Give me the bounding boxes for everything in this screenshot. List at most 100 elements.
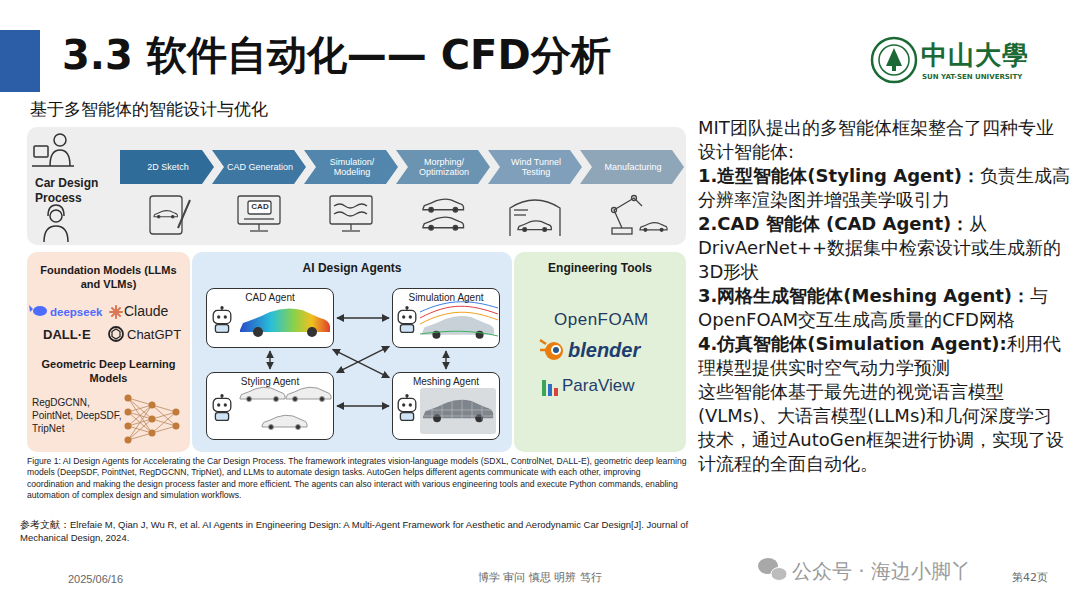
designer-icon-part (44, 226, 68, 242)
node-text: ParaView (562, 376, 634, 396)
designer-icon-part (34, 146, 48, 157)
stage-chevron: Manufacturing (580, 150, 684, 184)
text-slot: CAD Generation (225, 150, 295, 184)
stage-icons-part (518, 221, 551, 232)
paragraph: 1.造型智能体(Styling Agent)：负责生成高分辨率渲染图并增强美学吸… (698, 164, 1070, 212)
watermark: 公众号 · 海边小脚丫 (792, 559, 971, 583)
reference: 参考文献：Elrefaie M, Qian J, Wu R, et al. AI… (20, 518, 710, 544)
item-text: MIT团队提出的多智能体框架整合了四种专业设计智能体: (698, 117, 1054, 162)
neural-network-icon-part (128, 419, 152, 440)
stage-icons-part (258, 224, 259, 230)
stage-chevron: Morphing/ Optimization (396, 150, 490, 184)
item-heading: 4.仿真智能体(Simulation Agent): (698, 333, 1007, 354)
text-column: MIT团队提出的多智能体框架整合了四种专业设计智能体:1.造型智能体(Styli… (698, 116, 1070, 476)
simulation-agent-art-part (398, 306, 416, 332)
stage-icons-part (350, 224, 351, 230)
text-slot: CAD Agent (207, 292, 333, 304)
page-number: 第42页 (1012, 571, 1048, 585)
tool-logos (540, 340, 563, 396)
meshing-agent-art-part-part (472, 402, 473, 420)
paragraph: MIT团队提出的多智能体框架整合了四种专业设计智能体: (698, 116, 1070, 164)
node-heading: CAD Agent (207, 292, 333, 304)
node-heading: AI Design Agents (192, 261, 512, 276)
node-text: ChatGPT (127, 327, 181, 342)
neural-network-icon-part-part (149, 430, 156, 437)
meshing-agent-art-part (420, 388, 496, 434)
designer-icon-part (50, 210, 62, 222)
neural-network-icon (125, 395, 180, 444)
connector-arrow (337, 346, 390, 372)
tool-logos-part (553, 347, 559, 353)
node-text: DALL·E (43, 327, 91, 342)
meshing-agent-art (398, 388, 496, 434)
stage-icons-part (514, 214, 526, 215)
simulation-agent-art-part (422, 316, 494, 339)
stage-icons-part (614, 198, 642, 228)
label-slot: 中山大學 (921, 40, 1029, 70)
chevron-fill (580, 150, 684, 184)
text-slot: Car Design Process (35, 176, 120, 206)
stage-icons-part (330, 196, 372, 224)
paragraph: 2.CAD 智能体 (CAD Agent)：从DrivAerNet++数据集中检… (698, 212, 1070, 284)
university-emblem-part (886, 48, 902, 66)
label-slot: CAD (250, 202, 270, 212)
watermark-icon (758, 558, 787, 581)
simulation-agent-art (398, 302, 498, 339)
stage-icons (150, 196, 667, 237)
node-heading: Manufacturing (604, 162, 661, 173)
meshing-agent-art-part-part (432, 404, 433, 420)
label-slot: 公众号 · 海边小脚丫 (792, 559, 971, 583)
text-slot: Meshing Agent (393, 376, 499, 388)
text-slot: Foundation Models (LLMs and VLMs) (32, 263, 185, 291)
neural-network-icon-part-part (149, 416, 156, 423)
connector-arrow (333, 349, 390, 377)
title-accent (0, 30, 40, 92)
node-heading: Styling Agent (207, 376, 333, 388)
node-text: deepseek (50, 305, 102, 319)
cad-agent-art-part (240, 308, 330, 337)
chevron-fill (396, 150, 490, 184)
item-text: 这些智能体基于最先进的视觉语言模型(VLMs)、大语言模型(LLMs)和几何深度… (698, 381, 1064, 474)
node-heading: Car Design Process (35, 176, 120, 206)
icon-label: CAD (250, 202, 270, 212)
text-slot: Morphing/ Optimization (409, 150, 479, 184)
simulation-agent-art-part-part (420, 331, 498, 336)
neural-network-icon-part-part (125, 437, 132, 444)
stage-icons-part (612, 208, 617, 213)
model-logos-part-part (112, 308, 120, 316)
neural-network-icon-part (125, 395, 180, 444)
stage-icons-part (178, 200, 190, 228)
node-text: Geometric Deep Learning Models (32, 357, 185, 385)
neural-network-icon-part (128, 398, 152, 433)
connector-arrow (337, 317, 389, 318)
stage-icons-part (342, 230, 360, 231)
text-slot: 2D Sketch (133, 150, 203, 184)
text-slot: Simulation/ Modeling (317, 150, 387, 184)
text-slot: OpenFOAM (554, 310, 649, 330)
neural-network-icon-part-part (125, 409, 132, 416)
label-slot: 博学 审问 慎思 明辨 笃行 (390, 571, 690, 585)
stage-icons-part (334, 212, 367, 216)
subtitle: 基于多智能体的智能设计与优化 (30, 99, 268, 119)
model-logos (29, 305, 123, 341)
node-text: OpenFOAM (554, 310, 649, 330)
chevron-fill (120, 150, 214, 184)
caption-slot: Figure 1: AI Design Agents for Accelerat… (27, 456, 689, 501)
stage-icons-part (423, 217, 464, 230)
stage-icons-part (510, 200, 560, 236)
designer-icon (32, 134, 74, 242)
footer-motto: 博学 审问 慎思 明辨 笃行 (390, 571, 690, 585)
stage-icons-part (632, 196, 637, 201)
connector-arrow (337, 405, 389, 406)
neural-network-icon-part-part (173, 423, 180, 430)
model-logos-part (110, 306, 122, 318)
tool-logos-part (548, 384, 552, 396)
label-slot: 基于多智能体的智能设计与优化 (30, 99, 268, 119)
text-slot: Simulation Agent (393, 292, 499, 304)
designer-icon-part (50, 150, 70, 166)
model-logos-part (29, 305, 33, 312)
stage-icons-part (154, 211, 177, 218)
meshing-agent-art-part (423, 400, 493, 422)
neural-network-icon-part (152, 412, 176, 433)
